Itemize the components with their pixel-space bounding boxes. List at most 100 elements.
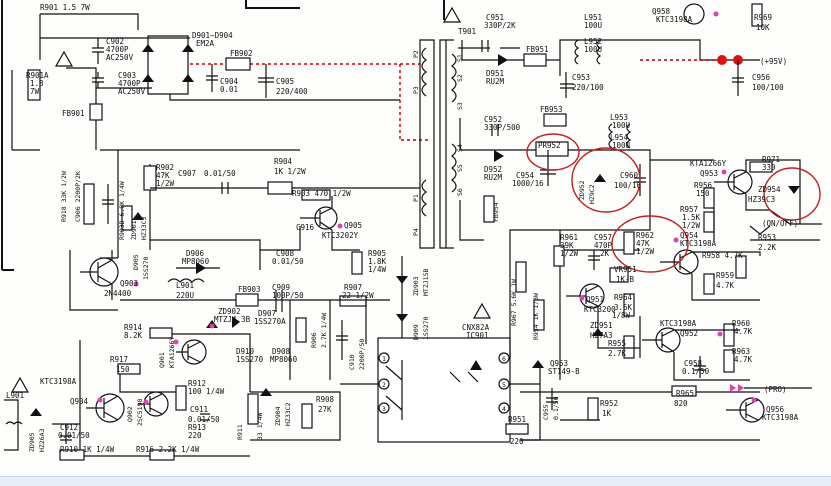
label: 1.8 bbox=[30, 79, 44, 88]
d906-diode bbox=[196, 262, 206, 274]
label: (ON/OFF) bbox=[762, 219, 798, 228]
wire bbox=[170, 333, 251, 392]
r971-resistor bbox=[749, 161, 773, 173]
wire bbox=[260, 226, 301, 251]
label: MTZJ15B bbox=[422, 269, 430, 296]
label: P1 bbox=[412, 194, 420, 202]
wire bbox=[691, 251, 761, 301]
r954-resistor bbox=[533, 299, 545, 331]
q902-leads bbox=[86, 395, 119, 421]
onoff-marker bbox=[749, 225, 771, 235]
label: 1SS270A bbox=[254, 317, 286, 326]
label: S3 bbox=[456, 102, 464, 110]
label: FB903 bbox=[238, 285, 261, 294]
label: D901~D904 bbox=[192, 31, 233, 40]
label: FB951 bbox=[526, 45, 549, 54]
label: 820 bbox=[674, 399, 688, 408]
d907-diode bbox=[232, 316, 240, 328]
label: 100U bbox=[612, 141, 630, 150]
ic-pin-number: 5 bbox=[502, 381, 506, 389]
label: ST149-B bbox=[548, 367, 580, 376]
label: MTZJ4.3B bbox=[214, 315, 251, 324]
pr952-fuse bbox=[535, 141, 569, 157]
label: R952 bbox=[600, 399, 618, 408]
ic-pin bbox=[378, 378, 390, 390]
label: HZ26A3 bbox=[38, 428, 46, 452]
label: 220 bbox=[510, 437, 524, 446]
label: KTC3202Y bbox=[322, 231, 359, 240]
label: C906 2200P/2K bbox=[74, 171, 82, 222]
r914-resistor bbox=[149, 327, 173, 339]
q951-leads bbox=[566, 285, 599, 307]
r967-resistor bbox=[515, 261, 527, 293]
label: R904 bbox=[274, 157, 293, 166]
label: 330P/2K bbox=[484, 21, 516, 30]
marker-pink bbox=[173, 339, 179, 345]
label: R914 bbox=[124, 323, 143, 332]
label: MP8060 bbox=[270, 355, 298, 364]
label: KTA1266Y bbox=[168, 337, 176, 368]
r962-resistor bbox=[623, 231, 635, 255]
label: 100/100 bbox=[752, 83, 784, 92]
r951-resistor bbox=[505, 423, 529, 435]
label: C910 bbox=[348, 354, 356, 370]
c956-cap bbox=[732, 60, 744, 96]
label: 8.2K bbox=[124, 331, 143, 340]
label: R967 5.6K 1W bbox=[510, 279, 518, 326]
label: CNX82A bbox=[462, 323, 490, 332]
l954-inductor bbox=[626, 123, 632, 149]
label: R954 1K 1/8W bbox=[532, 293, 540, 340]
label: Q953 bbox=[550, 359, 568, 368]
c909-cap bbox=[275, 290, 283, 312]
r903-resistor bbox=[301, 189, 331, 201]
r916-resistor bbox=[149, 449, 175, 461]
label: R906 bbox=[310, 332, 318, 348]
label: R911 bbox=[236, 424, 244, 440]
label: S1 bbox=[456, 54, 464, 62]
label: HZ33C2 bbox=[284, 402, 292, 426]
t901-secondary bbox=[451, 143, 457, 193]
label: ZD952 bbox=[578, 180, 586, 200]
r961-resistor bbox=[553, 245, 565, 267]
label: ZD954 bbox=[758, 185, 781, 194]
label: FB902 bbox=[230, 49, 253, 58]
bridge-diodes bbox=[142, 44, 194, 82]
r911-resistor bbox=[247, 393, 259, 425]
q958-transistor bbox=[683, 3, 705, 25]
label: C905 bbox=[276, 77, 294, 86]
l953-inductor bbox=[608, 123, 614, 149]
r969-resistor bbox=[751, 3, 763, 27]
l901-inductor bbox=[167, 278, 205, 283]
c912-cap bbox=[52, 423, 80, 444]
label: R907 bbox=[344, 283, 362, 292]
wire bbox=[559, 266, 641, 380]
label: R910 1K 1/4W bbox=[60, 445, 115, 454]
label: KTC3200 bbox=[584, 305, 616, 314]
label: C958 bbox=[684, 359, 703, 368]
c910-cap bbox=[336, 320, 348, 360]
label: 4.7K bbox=[734, 355, 753, 364]
label: 1SS270 bbox=[142, 256, 150, 280]
label: 4700P bbox=[118, 79, 141, 88]
q903-leads bbox=[80, 259, 113, 285]
label: L951 bbox=[584, 13, 602, 22]
label: 1/4W bbox=[368, 265, 387, 274]
label: 4.7K bbox=[734, 327, 753, 336]
label: ZD903 bbox=[412, 276, 420, 296]
label: 1/2W bbox=[636, 247, 655, 256]
label: 330P/500 bbox=[484, 123, 521, 132]
label: 470P bbox=[594, 241, 613, 250]
label: Q956 bbox=[766, 405, 785, 414]
marker-pink bbox=[713, 11, 719, 17]
ic-pin-number: 6 bbox=[502, 355, 506, 363]
ic901-internal bbox=[385, 360, 479, 420]
wire bbox=[40, 13, 139, 30]
t901-primary bbox=[421, 47, 427, 97]
r910-resistor bbox=[59, 449, 85, 461]
label: C908 bbox=[276, 249, 295, 258]
label: C956 bbox=[752, 73, 771, 82]
label: RU2M bbox=[486, 77, 505, 86]
r964-resistor bbox=[623, 293, 635, 317]
label: Q953 bbox=[700, 169, 718, 178]
r912-resistor bbox=[175, 385, 187, 411]
